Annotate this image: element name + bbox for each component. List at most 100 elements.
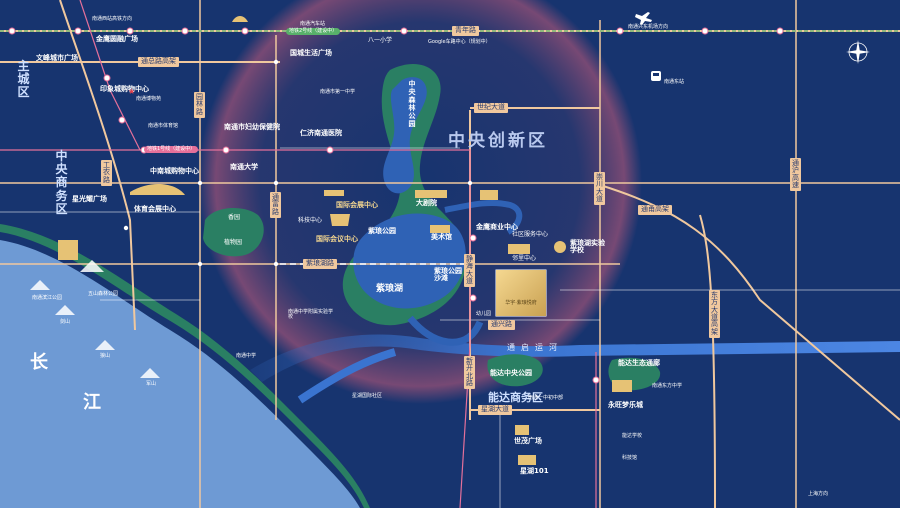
yangtze-char-2: 江 <box>83 392 101 413</box>
metro-station-icon <box>616 27 624 35</box>
lake-branch <box>444 199 523 235</box>
airplane-icon <box>635 12 652 25</box>
shanghai-direction-label: 上海方向 <box>808 491 829 497</box>
metro-station-icon <box>469 234 477 242</box>
yangtze-char-1: 长 <box>30 352 48 373</box>
road-tongfu: 通富路 <box>270 192 281 219</box>
metro-station-icon <box>241 27 249 35</box>
place-zhongnan: 中南城购物中心 <box>150 167 199 175</box>
place-xinghu-community: 星湖国际社区 <box>352 393 383 399</box>
district-nengda-label: 能达商务区 <box>488 391 543 404</box>
road-gongnong: 工农路 <box>101 160 112 187</box>
project-marker[interactable]: 华宇·紫琅悦府 <box>496 270 546 316</box>
place-nengda-park: 能达中央公园 <box>490 369 532 377</box>
train-icon <box>651 71 661 81</box>
place-zilang-park: 紫琅公园 <box>368 227 396 235</box>
landmark-icon <box>58 16 632 465</box>
yangtze-river <box>0 240 360 508</box>
road-xinghu: 星湖大道 <box>478 405 512 415</box>
botanical-garden <box>203 208 264 257</box>
bus-station-label: 南通汽车站 <box>300 21 326 27</box>
place-xiangyuan: 香园 <box>228 214 241 221</box>
east-station-label: 南通东站 <box>664 79 685 85</box>
place-dajuyuan: 大剧院 <box>416 199 437 207</box>
place-zilang-shatan: 紫琅公园沙滩 <box>434 267 462 282</box>
lake-outlet <box>407 315 484 346</box>
place-community: 社区服务中心 <box>512 231 549 238</box>
metro-line-1-west <box>79 0 141 151</box>
place-yinxiang: 印象城购物中心 <box>100 85 149 93</box>
metro-station-icon <box>469 294 477 302</box>
place-nengda-ecology: 能达生态通廊 <box>618 359 660 367</box>
metro-line1-tag: 地铁1号线（建设中） <box>144 146 199 153</box>
minor-roads <box>0 147 900 508</box>
place-shimao: 世茂广场 <box>514 437 542 445</box>
airport-label: 南通兴东机场方向 <box>628 24 669 30</box>
metro-station-icon <box>701 27 709 35</box>
canal-branch <box>297 348 397 404</box>
metro-station-icon <box>103 74 111 82</box>
road-jinghai: 静海大道 <box>464 254 475 288</box>
metro-station-icon <box>181 27 189 35</box>
place-riverside-park: 南通滨江公园 <box>32 295 63 301</box>
tongqi-canal <box>250 334 900 382</box>
place-xinghu101: 星湖101 <box>520 467 549 475</box>
road-xinkai: 新开北路 <box>464 356 475 390</box>
road-zilanghu: 紫琅湖路 <box>303 259 337 269</box>
road-shiji: 世纪大道 <box>474 103 508 113</box>
road-tongzong: 通总路高架 <box>138 57 179 67</box>
road-yuanlin: 园林路 <box>194 92 205 119</box>
place-kindergarten: 幼儿园 <box>476 311 492 317</box>
place-keji-museum: 科技馆 <box>622 455 638 461</box>
metro-line2-tag: 地铁2号线（建设中） <box>286 28 341 35</box>
west-station-label: 南通西站高铁方向 <box>92 16 133 22</box>
place-zhiwuyuan: 植物园 <box>224 239 243 246</box>
place-renji: 仁济南通医院 <box>300 129 342 137</box>
place-nantong-middle: 南通中学 <box>236 353 257 359</box>
place-keji: 科技中心 <box>298 217 323 224</box>
metro-station-icon <box>776 27 784 35</box>
place-fuyou: 南通市妇幼保健院 <box>224 123 280 131</box>
place-affiliated-school: 南通中学附属实验学校 <box>288 309 334 320</box>
google-center-label: Google车路中心（规划中） <box>428 39 491 45</box>
place-dongfang-school: 南通东方中学 <box>652 383 683 389</box>
place-nantong-univ: 南通大学 <box>230 163 258 171</box>
road-qingnian: 青年路 <box>452 26 479 36</box>
place-guocheng: 国城生活广场 <box>290 49 332 57</box>
place-forest-park: 中央森林公园 <box>408 80 416 129</box>
place-nengda-school: 能达学校 <box>622 433 643 439</box>
place-museum: 南通博物苑 <box>136 96 162 102</box>
metro-station-icon <box>74 27 82 35</box>
place-xingguang: 星光耀广场 <box>72 195 107 203</box>
place-wushan: 五山森林公园 <box>88 291 119 297</box>
district-innovation-label: 中央创新区 <box>448 131 548 151</box>
place-first-school: 南通市第一中学 <box>320 89 356 95</box>
road-tongyong: 通甬高架 <box>638 205 672 215</box>
compass-icon <box>846 40 870 64</box>
metro-station-icon <box>126 27 134 35</box>
place-bayi-school: 八一小学 <box>368 37 393 44</box>
metro-station-icon <box>400 27 408 35</box>
place-jinying-sy: 金鹰商业中心 <box>476 223 518 231</box>
mountain-icon <box>30 260 160 378</box>
forest-lake-inner <box>383 77 427 194</box>
road-tongxing: 通兴路 <box>488 320 515 330</box>
road-chongchuan: 崇川大道 <box>594 172 605 206</box>
canal-label: 通启运河 <box>507 343 563 352</box>
metro-station-icon <box>326 146 334 154</box>
metro-line-1 <box>0 149 471 508</box>
metro-station-icon <box>592 376 600 384</box>
place-langshan: 狼山 <box>100 353 111 359</box>
place-tiyu: 体育会展中心 <box>134 205 176 213</box>
place-junshan: 军山 <box>146 381 157 387</box>
district-zhucheng-label: 主城区 <box>17 59 30 100</box>
road-dongfang: 东方大道高架 <box>709 290 720 339</box>
museum-star-icon: ★ <box>128 87 136 96</box>
metro-station-icon <box>118 116 126 124</box>
place-stadium: 南通市体育馆 <box>148 123 179 129</box>
road-tonghu: 通沪高速 <box>790 158 801 192</box>
district-cbd-label: 中央商务区 <box>55 149 68 216</box>
place-zilang-school: 紫琅湖实验学校 <box>570 239 605 254</box>
